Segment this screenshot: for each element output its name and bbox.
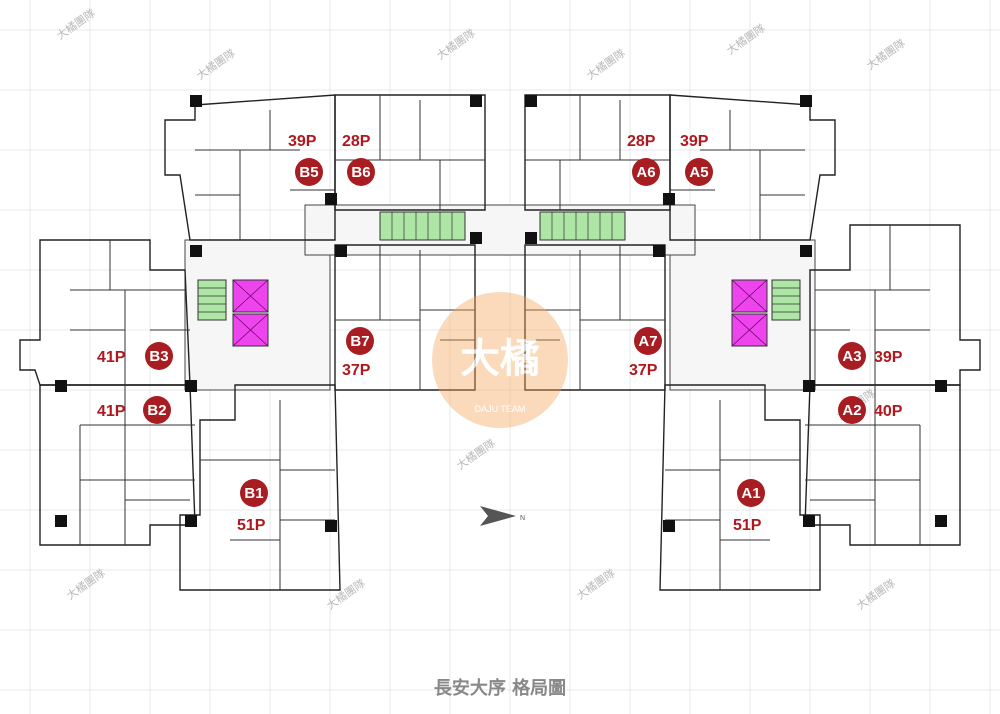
unit-label-A2: A2 40P (838, 396, 903, 424)
stairs-right (771, 279, 801, 321)
unit-label-B1: B1 51P (237, 479, 268, 534)
unit-label-A5: 39P A5 (680, 133, 713, 186)
unit-id: B7 (350, 333, 369, 350)
unit-id: B2 (147, 402, 166, 419)
unit-id: B1 (244, 485, 263, 502)
compass-label: N (520, 515, 525, 522)
unit-id: B6 (351, 164, 370, 181)
unit-id: A1 (741, 485, 760, 502)
unit-label-A6: 28P A6 (627, 133, 660, 186)
daju-logo: 大橘 DAJU TEAM (432, 292, 568, 428)
unit-ping: 51P (733, 517, 762, 534)
unit-ping: 41P (97, 349, 126, 366)
unit-ping: 28P (342, 133, 371, 150)
unit-label-A1: A1 51P (733, 479, 765, 534)
unit-label-B6: 28P B6 (342, 133, 375, 186)
unit-A5 (669, 94, 836, 241)
unit-ping: 41P (97, 403, 126, 420)
unit-id: A5 (689, 164, 708, 181)
unit-ping: 37P (629, 362, 658, 379)
unit-label-A3: A3 39P (838, 342, 903, 370)
unit-ping: 28P (627, 133, 656, 150)
columns (55, 95, 947, 532)
page-title: 長安大序 格局圖 (433, 678, 567, 699)
compass-icon: N (480, 506, 525, 526)
unit-B1 (179, 384, 341, 591)
stairs-top-right (539, 211, 626, 241)
unit-B6 (334, 94, 486, 211)
unit-id: B3 (149, 348, 168, 365)
unit-label-B7: B7 37P (342, 327, 374, 379)
unit-ping: 51P (237, 517, 266, 534)
unit-id: A3 (842, 348, 861, 365)
logo-text: 大橘 (460, 336, 540, 382)
unit-label-B2: 41P B2 (97, 396, 171, 424)
unit-ping: 40P (874, 403, 903, 420)
unit-id: A2 (842, 402, 861, 419)
unit-A1 (659, 384, 821, 591)
unit-ping: 39P (680, 133, 709, 150)
unit-label-B3: 41P B3 (97, 342, 173, 370)
unit-label-A7: A7 37P (629, 327, 662, 379)
stairs-top-left (379, 211, 466, 241)
stairs-left (197, 279, 227, 321)
unit-id: A6 (636, 164, 655, 181)
elevators-right (731, 279, 768, 347)
unit-B7 (334, 244, 476, 391)
unit-label-B5: 39P B5 (288, 133, 323, 186)
unit-ping: 39P (874, 349, 903, 366)
unit-id: A7 (638, 333, 657, 350)
logo-subtitle: DAJU TEAM (475, 404, 526, 414)
unit-ping: 39P (288, 133, 317, 150)
elevators-left (232, 279, 269, 347)
unit-ping: 37P (342, 362, 371, 379)
unit-id: B5 (299, 164, 318, 181)
